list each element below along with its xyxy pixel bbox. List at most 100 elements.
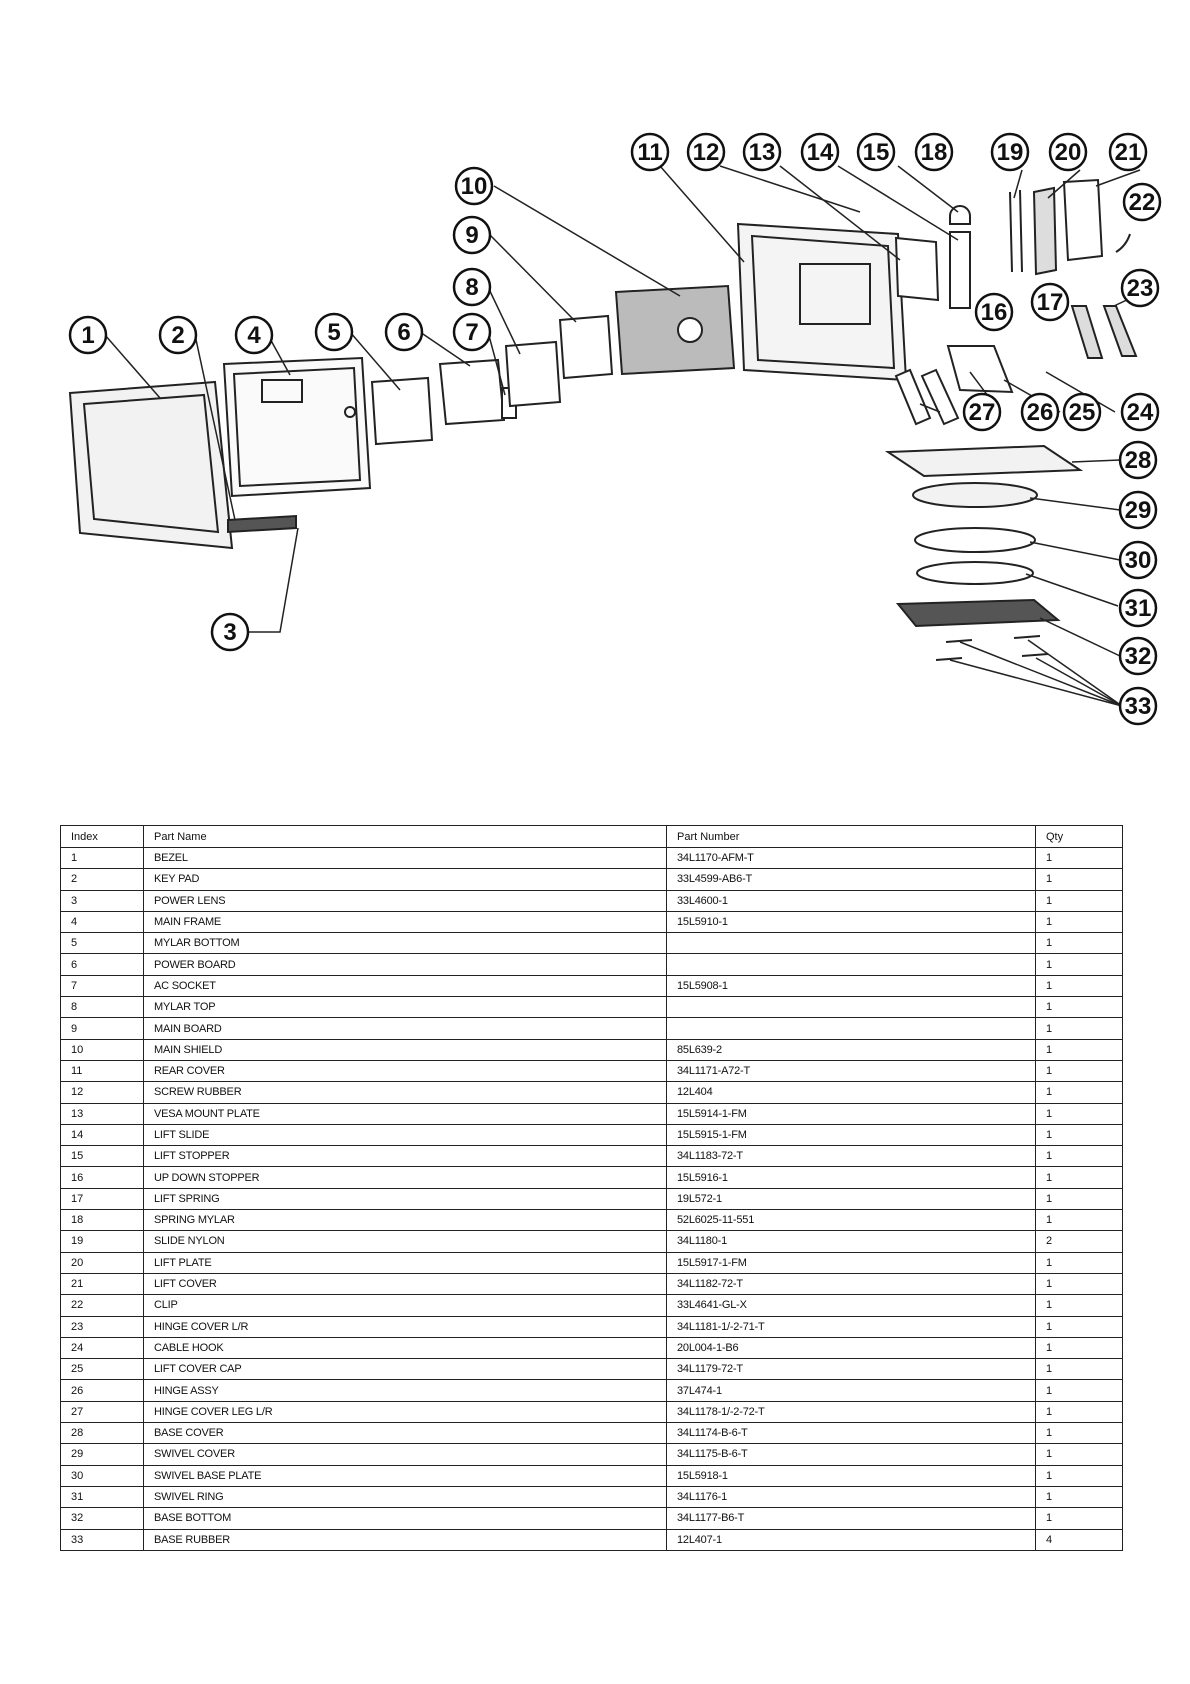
cell-index: 17 — [60, 1187, 144, 1211]
cell-qty: 1 — [1035, 1358, 1123, 1381]
cell-part-number: 33L4641-GL-X — [666, 1294, 1036, 1317]
part-hinge-cover — [1070, 305, 1138, 359]
callout-circle — [1030, 282, 1070, 322]
part-rear-cover — [736, 222, 908, 382]
callout-32: 32 — [1118, 636, 1158, 676]
cell-qty: 2 — [1035, 1230, 1123, 1253]
cell-part-number: 34L1176-1 — [666, 1485, 1036, 1509]
part-swivel-base-plate — [914, 527, 1036, 553]
part-hinge-assy — [946, 345, 1014, 394]
callout-13: 13 — [742, 132, 782, 172]
cell-qty: 1 — [1035, 1443, 1123, 1466]
cell-part-number: 37L474-1 — [666, 1379, 1036, 1402]
cell-part-name: SCREW RUBBER — [143, 1081, 667, 1104]
callout-number: 33 — [1125, 693, 1152, 720]
header-index: Index — [60, 825, 144, 848]
callout-circle — [914, 132, 954, 172]
cell-part-name: VESA MOUNT PLATE — [143, 1102, 667, 1125]
cell-qty: 1 — [1035, 1315, 1123, 1338]
cell-part-number: 19L572-1 — [666, 1187, 1036, 1211]
part-base-cover — [884, 444, 1084, 478]
callout-6: 6 — [384, 312, 424, 352]
cell-qty: 1 — [1035, 1123, 1123, 1147]
cell-index: 2 — [60, 868, 144, 891]
callout-circle — [454, 166, 494, 206]
callout-circle — [974, 292, 1014, 332]
cell-part-name: BASE BOTTOM — [143, 1507, 667, 1530]
callout-22: 22 — [1122, 182, 1162, 222]
callout-number: 14 — [807, 139, 834, 166]
cell-index: 25 — [60, 1358, 144, 1381]
header-qty: Qty — [1035, 825, 1123, 848]
callout-circle — [158, 315, 198, 355]
cell-part-number: 33L4599-AB6-T — [666, 868, 1036, 891]
cell-index: 23 — [60, 1315, 144, 1338]
cell-index: 29 — [60, 1443, 144, 1466]
cell-part-number: 34L1171-A72-T — [666, 1059, 1036, 1083]
callout-circle — [384, 312, 424, 352]
callout-circle — [1118, 588, 1158, 628]
callout-18: 18 — [914, 132, 954, 172]
part-mylar-top — [504, 340, 562, 408]
cell-part-number: 15L5910-1 — [666, 910, 1036, 934]
callout-number: 23 — [1127, 275, 1154, 302]
callout-number: 8 — [465, 274, 478, 301]
cell-part-name: AC SOCKET — [143, 974, 667, 998]
cell-part-number: 12L404 — [666, 1081, 1036, 1104]
cell-qty: 4 — [1035, 1528, 1123, 1551]
callout-17: 17 — [1030, 282, 1070, 322]
callout-circle — [1118, 686, 1158, 726]
callout-26: 26 — [1020, 392, 1060, 432]
cell-index: 21 — [60, 1272, 144, 1296]
callout-27: 27 — [962, 392, 1002, 432]
cell-qty: 1 — [1035, 1038, 1123, 1061]
cell-index: 31 — [60, 1485, 144, 1509]
cell-part-name: HINGE ASSY — [143, 1379, 667, 1402]
callout-11: 11 — [630, 132, 670, 172]
cell-part-name: SWIVEL BASE PLATE — [143, 1464, 667, 1487]
cell-part-number — [666, 996, 1036, 1019]
cell-index: 33 — [60, 1528, 144, 1551]
callout-23: 23 — [1120, 268, 1160, 308]
callout-4: 4 — [234, 315, 274, 355]
callout-circle — [800, 132, 840, 172]
cell-part-name: POWER LENS — [143, 889, 667, 912]
callout-19: 19 — [990, 132, 1030, 172]
callout-circle — [1118, 490, 1158, 530]
callout-number: 30 — [1125, 547, 1152, 574]
cell-part-name: MAIN SHIELD — [143, 1038, 667, 1061]
cell-part-number — [666, 1017, 1036, 1040]
callout-circle — [1120, 268, 1160, 308]
callout-29: 29 — [1118, 490, 1158, 530]
cell-qty: 1 — [1035, 932, 1123, 955]
part-bezel — [68, 380, 234, 550]
cell-qty: 1 — [1035, 1507, 1123, 1530]
callout-number: 11 — [637, 139, 662, 166]
callout-circle — [1118, 540, 1158, 580]
part-lift-slide — [949, 231, 971, 309]
cell-qty: 1 — [1035, 996, 1123, 1019]
callout-2: 2 — [158, 315, 198, 355]
callout-circle — [630, 132, 670, 172]
cell-part-number: 34L1170-AFM-T — [666, 846, 1036, 870]
callout-circle — [452, 312, 492, 352]
cell-part-number: 85L639-2 — [666, 1038, 1036, 1061]
cell-part-number: 34L1179-72-T — [666, 1358, 1036, 1381]
callout-number: 4 — [247, 322, 261, 349]
cell-index: 18 — [60, 1209, 144, 1232]
callout-number: 24 — [1127, 399, 1154, 426]
cell-index: 11 — [60, 1059, 144, 1083]
cell-part-name: LIFT STOPPER — [143, 1145, 667, 1168]
callout-16: 16 — [974, 292, 1014, 332]
